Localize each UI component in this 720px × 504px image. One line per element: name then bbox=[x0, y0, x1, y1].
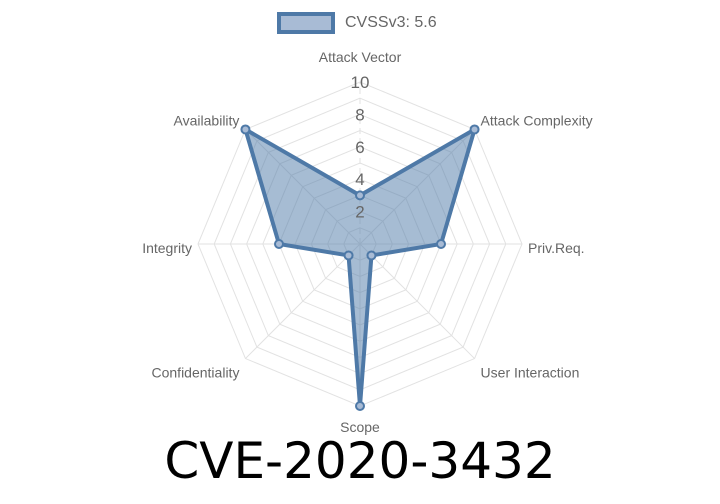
axis-label: Attack Vector bbox=[319, 49, 402, 65]
legend-swatch bbox=[277, 12, 335, 34]
axis-label: Confidentiality bbox=[152, 365, 240, 381]
axis-spoke bbox=[359, 243, 475, 359]
data-point[interactable] bbox=[343, 250, 354, 261]
data-point[interactable] bbox=[366, 250, 377, 261]
tick-label: 6 bbox=[355, 138, 364, 157]
axis-spoke bbox=[245, 243, 361, 359]
data-point[interactable] bbox=[355, 401, 365, 411]
tick-label: 10 bbox=[351, 73, 370, 92]
data-point[interactable] bbox=[274, 239, 284, 249]
radar-series bbox=[240, 124, 480, 411]
axis-label: Priv.Req. bbox=[528, 240, 585, 256]
legend-label: CVSSv3: 5.6 bbox=[345, 14, 437, 31]
axis-label: Attack Complexity bbox=[481, 112, 593, 128]
data-point[interactable] bbox=[436, 239, 446, 249]
cve-title: CVE-2020-3432 bbox=[164, 432, 556, 490]
data-point[interactable] bbox=[469, 124, 480, 135]
axis-label: Availability bbox=[174, 112, 240, 128]
legend-item[interactable]: CVSSv3: 5.6 bbox=[277, 12, 437, 34]
tick-label: 2 bbox=[355, 203, 364, 222]
axis-label: User Interaction bbox=[481, 365, 580, 381]
tick-label: 4 bbox=[355, 170, 364, 189]
axis-label: Integrity bbox=[142, 240, 192, 256]
data-point[interactable] bbox=[355, 190, 365, 201]
data-point[interactable] bbox=[240, 124, 251, 135]
radar-tick-labels: 2 4 6 8 10 bbox=[351, 73, 370, 222]
tick-label: 8 bbox=[355, 105, 364, 124]
axis-label: Scope bbox=[340, 419, 380, 435]
